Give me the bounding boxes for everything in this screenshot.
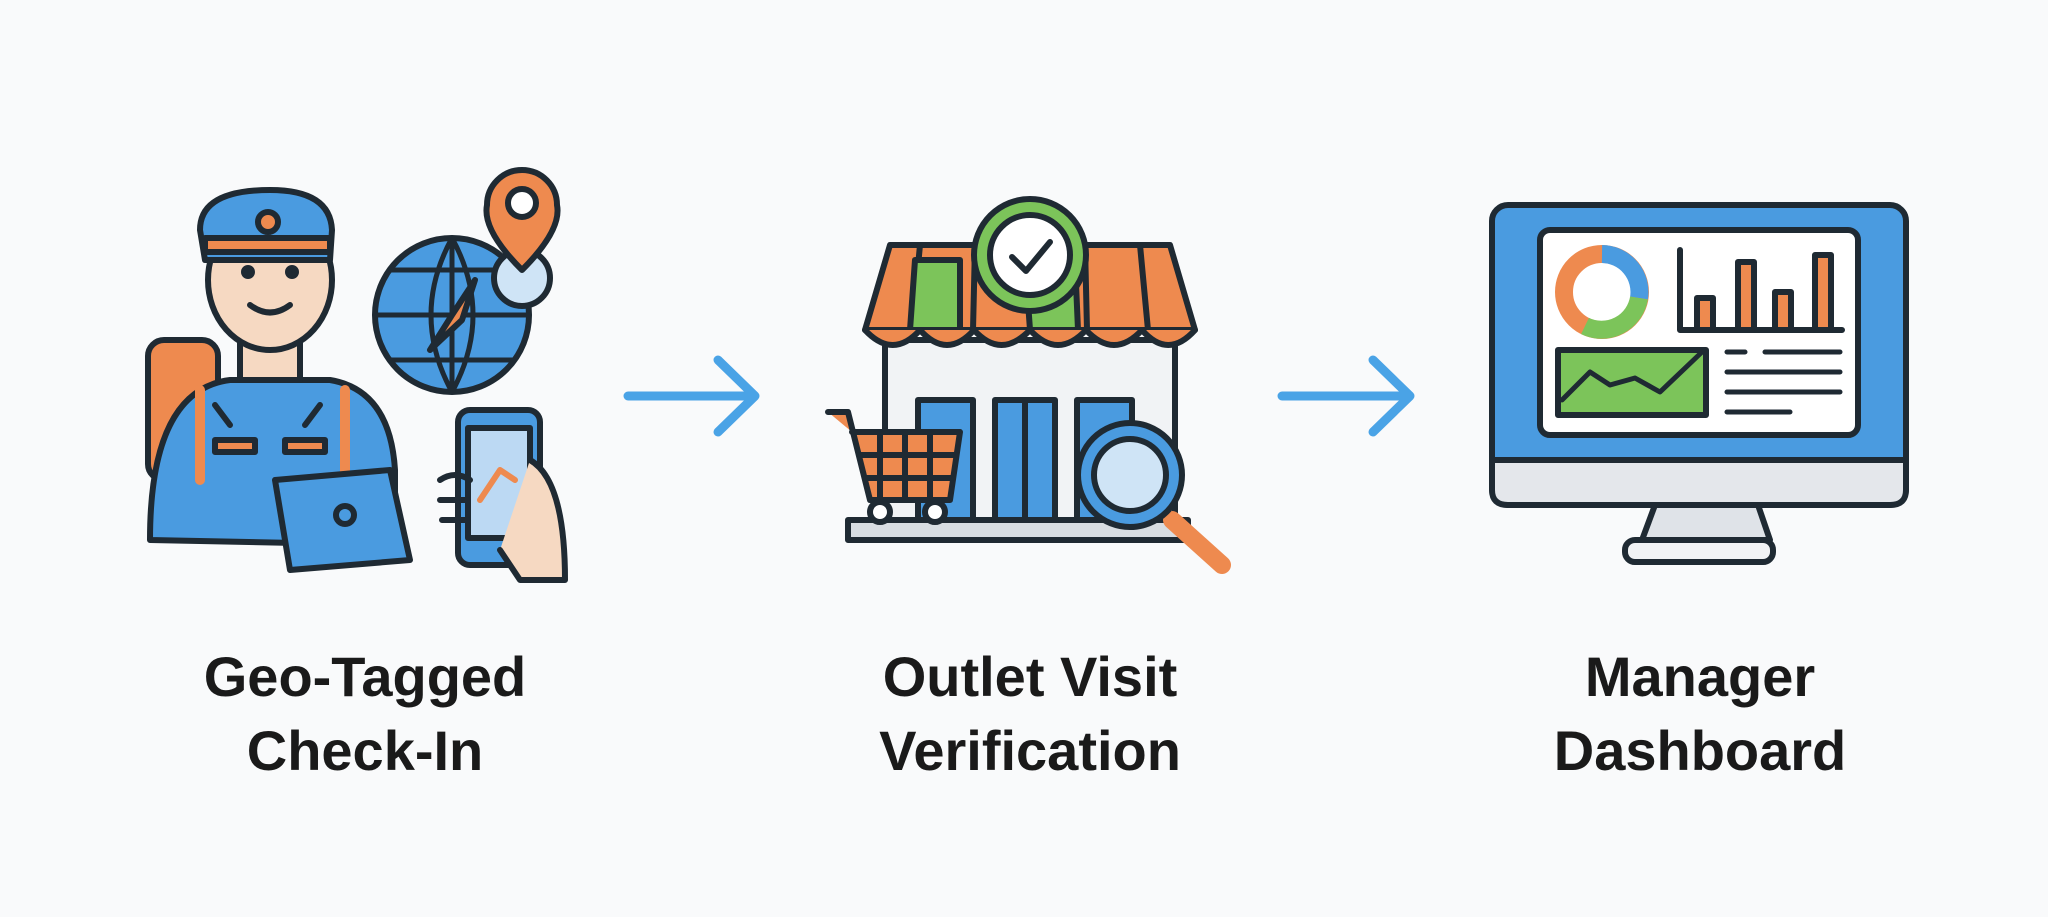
monitor-dashboard-icon — [1489, 202, 1909, 565]
step-label-outlet-visit-verification: Outlet Visit Verification — [770, 640, 1290, 788]
step-label-manager-dashboard: Manager Dashboard — [1440, 640, 1960, 788]
step-label-line: Verification — [879, 719, 1181, 782]
step-label-line: Geo-Tagged — [203, 645, 527, 708]
storefront-verification-icon — [825, 196, 1231, 574]
step-label-line: Outlet Visit — [882, 645, 1178, 708]
step-label-line: Dashboard — [1553, 719, 1847, 782]
step-label-line: Check-In — [246, 719, 484, 782]
arrow-right-icon — [1277, 355, 1415, 437]
step-label-line: Manager — [1584, 645, 1816, 708]
field-agent-geo-checkin-icon — [145, 167, 568, 583]
arrow-right-icon — [623, 355, 760, 437]
step-label-geo-tagged-check-in: Geo-Tagged Check-In — [105, 640, 625, 788]
